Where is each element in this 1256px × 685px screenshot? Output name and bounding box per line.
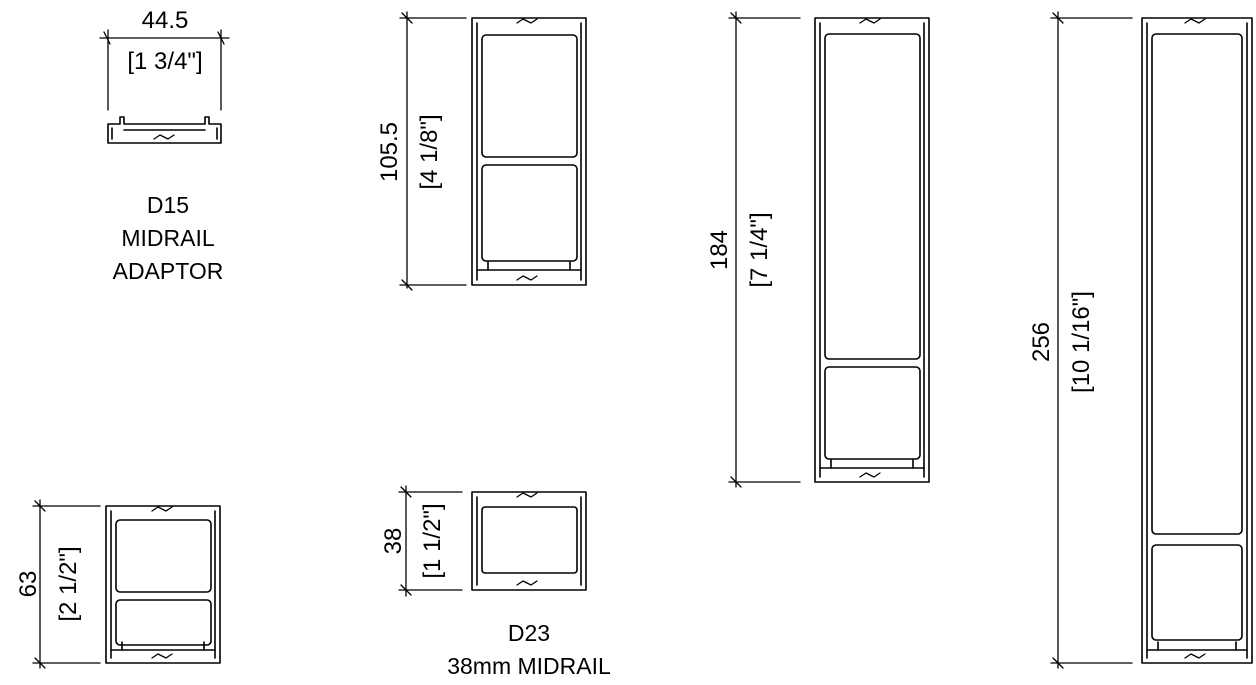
profile-184-section [814,17,930,483]
dim-mm-38: 38 [380,528,407,555]
dim-mm-256: 256 [1028,322,1055,362]
dim-in-105-5: [4 1/8"] [416,114,443,189]
profile-256: 256 [10 1/16"] [1028,11,1253,669]
profile-105-5-section [471,17,587,286]
dimension-height-105-5: 105.5 [4 1/8"] [376,11,467,291]
dimension-height-256: 256 [10 1/16"] [1028,11,1133,669]
profile-63-section [105,505,221,664]
dimension-height-184: 184 [7 1/4"] [706,11,801,488]
caption-d15-line1: D15 [147,192,189,218]
profile-d15-section [107,116,222,144]
profile-184: 184 [7 1/4"] [706,11,930,488]
dim-mm-105-5: 105.5 [376,122,403,182]
caption-d15-line3: ADAPTOR [113,258,224,284]
dimension-width-44-5: 44.5 [1 3/4"] [99,7,230,111]
dim-mm-184: 184 [706,230,733,270]
dim-mm-d15: 44.5 [142,7,189,34]
caption-d15-line2: MIDRAIL [121,225,215,251]
dimension-height-38: 38 [1 1/2"] [380,485,463,597]
profile-63: 63 [2 1/2"] [15,499,221,669]
dim-in-38: [1 1/2"] [419,503,446,578]
dim-in-256: [10 1/16"] [1068,291,1095,393]
dim-in-184: [7 1/4"] [746,212,773,287]
profile-105-5: 105.5 [4 1/8"] [376,11,587,291]
dim-in-63: [2 1/2"] [55,546,82,621]
caption-d23-line2: 38mm MIDRAIL [447,653,611,679]
dim-in-d15: [1 3/4"] [127,48,202,75]
profile-d23-38mm-midrail: 38 [1 1/2"] D23 38mm MIDRAIL [380,485,611,679]
dim-mm-63: 63 [15,571,42,598]
profile-256-section [1141,17,1253,664]
caption-d23-line1: D23 [508,620,550,646]
profile-d15-midrail-adaptor: 44.5 [1 3/4"] D15 MIDRAIL ADAPTOR [99,7,230,284]
profile-d23-section [471,491,587,591]
dimension-height-63: 63 [2 1/2"] [15,499,101,669]
